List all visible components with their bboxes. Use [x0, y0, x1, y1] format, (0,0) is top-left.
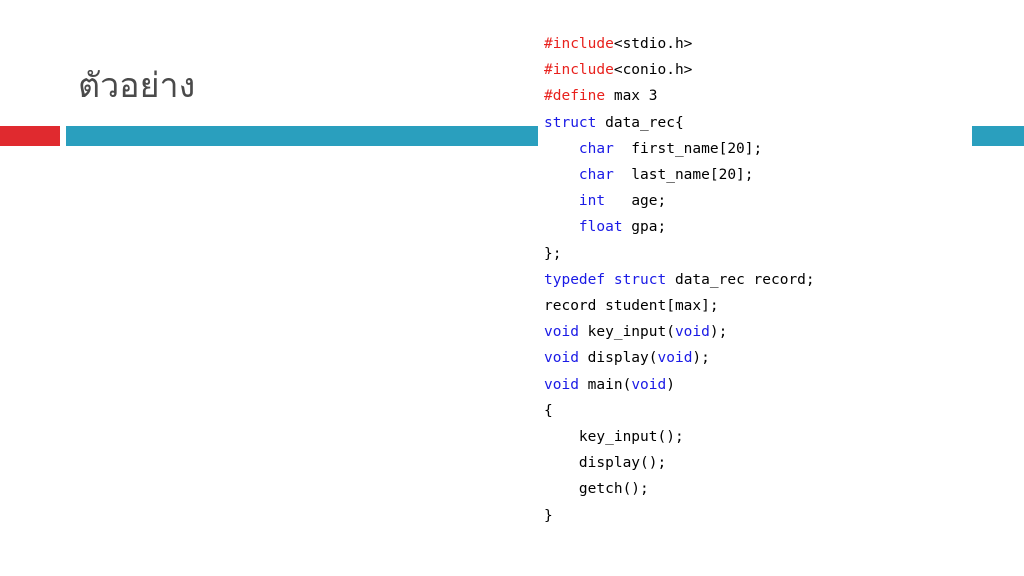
- code-token-keyword: char: [578, 167, 614, 183]
- code-token-directive: #include: [544, 36, 614, 52]
- code-token-keyword: void: [631, 376, 667, 393]
- code-line: display();: [544, 450, 666, 476]
- code-token-keyword: struct: [544, 114, 597, 131]
- code-line: typedef struct data_rec record;: [544, 267, 815, 293]
- code-token-plain: [544, 141, 579, 157]
- code-token-plain: data_rec record;: [666, 271, 815, 288]
- code-token-keyword: void: [544, 376, 579, 393]
- code-line: struct data_rec{: [544, 110, 684, 136]
- code-token-plain: <stdio.h>: [613, 36, 693, 52]
- code-line: record student[max];: [544, 293, 719, 319]
- code-token-directive: #include: [544, 62, 614, 79]
- code-token-plain: age;: [605, 193, 667, 210]
- code-line: void main(void): [544, 372, 675, 398]
- code-line: getch();: [544, 476, 649, 502]
- code-token-plain: );: [709, 324, 728, 341]
- title-accent-bar-red: [0, 126, 60, 146]
- code-token-plain: max 3: [605, 88, 658, 105]
- code-token-plain: };: [544, 245, 562, 262]
- code-line: void display(void);: [544, 345, 710, 371]
- code-token-keyword: void: [544, 324, 579, 341]
- code-token-plain: );: [692, 350, 710, 367]
- code-token-plain: data_rec{: [596, 114, 684, 131]
- code-token-keyword: void: [657, 350, 693, 367]
- code-line: }: [544, 503, 553, 529]
- code-token-plain: display(: [578, 350, 658, 367]
- code-token-plain: [544, 167, 579, 183]
- slide-title: ตัวอย่าง: [78, 66, 196, 106]
- code-token-keyword: void: [674, 324, 710, 341]
- code-line: {: [544, 398, 553, 424]
- code-token-keyword: float: [578, 219, 623, 236]
- code-token-plain: [544, 219, 579, 235]
- code-line: #define max 3: [544, 83, 658, 109]
- code-token-plain: {: [544, 402, 553, 419]
- code-token-keyword: int: [578, 193, 606, 210]
- code-token-plain: }: [544, 507, 553, 524]
- title-accent-bar-blue: [66, 126, 538, 146]
- code-line: char last_name[20];: [544, 162, 754, 188]
- code-line: char first_name[20];: [544, 136, 762, 162]
- code-line: void key_input(void);: [544, 319, 727, 345]
- code-token-plain: ): [666, 376, 675, 393]
- code-line: };: [544, 241, 561, 267]
- code-token-plain: key_input();: [544, 429, 684, 445]
- code-token-plain: last_name[20];: [613, 167, 754, 183]
- code-line: #include<conio.h>: [544, 57, 692, 83]
- title-accent-bar-blue-right: [972, 126, 1024, 146]
- code-line: int age;: [544, 188, 666, 214]
- code-token-keyword: typedef: [544, 271, 606, 288]
- code-token-keyword: char: [578, 140, 614, 157]
- code-block: #include<stdio.h>#include<conio.h>#defin…: [538, 28, 972, 552]
- code-token-keyword: struct: [613, 271, 667, 288]
- code-line: float gpa;: [544, 214, 666, 240]
- code-token-directive: #define: [544, 88, 606, 105]
- code-token-plain: main(: [578, 376, 632, 393]
- code-token-plain: [544, 193, 579, 209]
- code-token-plain: display();: [544, 455, 667, 472]
- code-token-plain: first_name[20];: [613, 140, 763, 157]
- code-token-plain: <conio.h>: [613, 62, 693, 79]
- code-token-keyword: void: [544, 350, 579, 367]
- code-token-plain: record student[max];: [544, 298, 719, 314]
- code-line: #include<stdio.h>: [544, 31, 692, 57]
- code-token-plain: key_input(: [578, 324, 675, 341]
- code-token-plain: [605, 272, 614, 288]
- code-line: key_input();: [544, 424, 684, 450]
- code-token-plain: getch();: [544, 481, 649, 498]
- code-token-plain: gpa;: [622, 219, 667, 236]
